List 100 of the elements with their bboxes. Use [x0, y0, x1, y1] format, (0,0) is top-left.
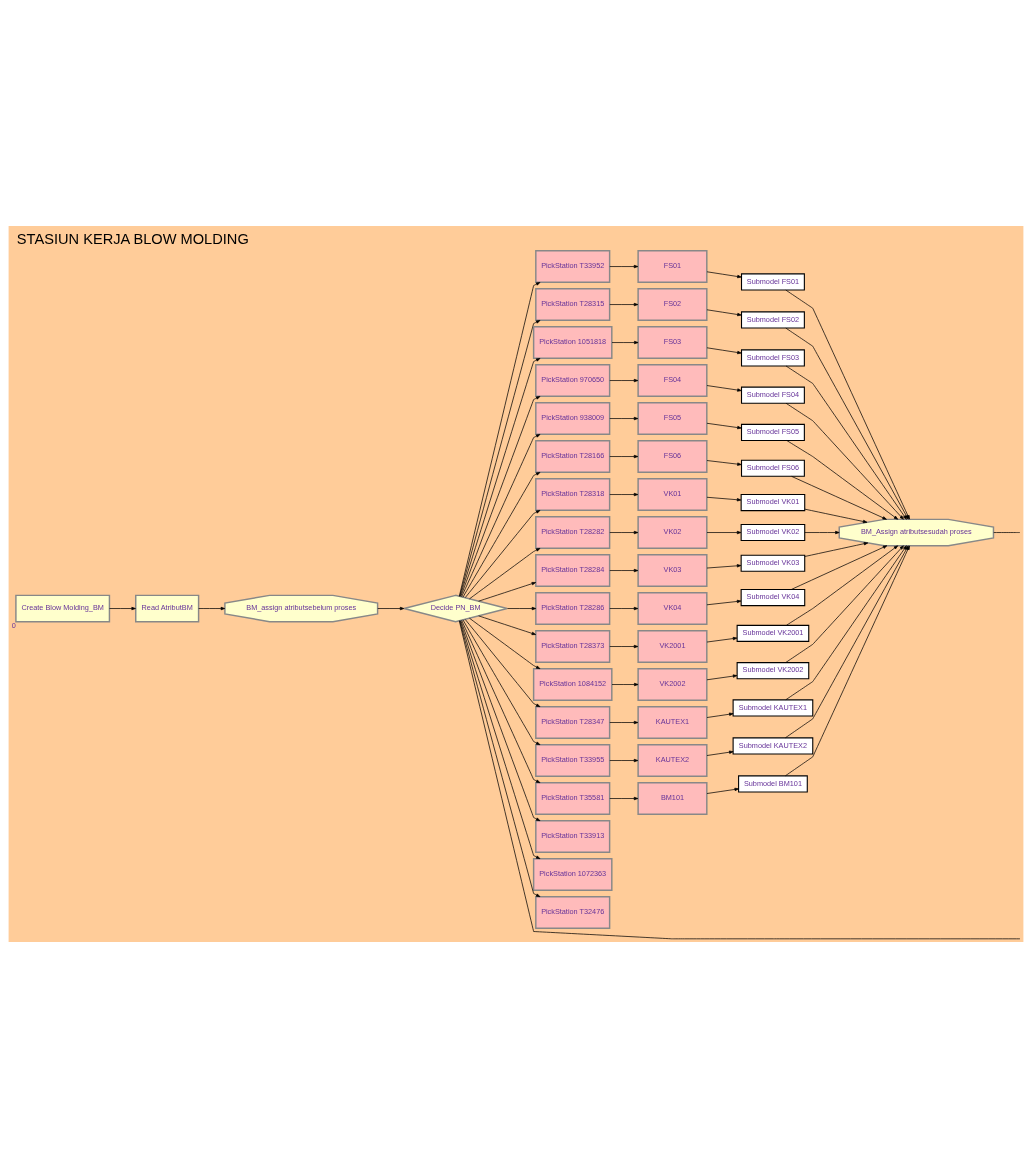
node-box: FS06 — [637, 439, 708, 473]
node-box: Submodel VK04 — [740, 588, 806, 606]
node-box: BM101 — [637, 781, 708, 815]
node-box: Submodel FS06 — [740, 459, 805, 477]
arrow — [609, 492, 639, 496]
node-box: PickStation T28315 — [535, 287, 611, 321]
node-box: FS02 — [637, 287, 708, 321]
node-box: Submodel FS02 — [740, 310, 805, 328]
node-box: Submodel VK2001 — [736, 624, 810, 642]
arrow — [706, 530, 742, 534]
arrow — [609, 530, 639, 534]
arrow — [469, 617, 541, 669]
arrow — [462, 471, 541, 598]
node-box: PickStation T28284 — [535, 553, 611, 587]
node-box: PickStation T28318 — [535, 477, 611, 511]
node-box: PickStation T28166 — [535, 439, 611, 473]
arrow — [804, 541, 869, 557]
arrow — [785, 327, 909, 519]
arrow — [706, 346, 742, 354]
arrow — [706, 308, 742, 316]
arrow — [464, 618, 541, 707]
node-box: Submodel VK01 — [740, 493, 806, 511]
arrow — [785, 289, 910, 520]
node-label: 0 — [11, 620, 16, 630]
arrow — [785, 365, 907, 520]
arrow — [462, 619, 541, 745]
arrow — [609, 416, 639, 420]
node-box: Submodel FS03 — [740, 348, 805, 366]
node-box: PickStation T33952 — [535, 249, 611, 283]
arrow — [706, 712, 734, 718]
node-box: Submodel FS05 — [740, 423, 805, 441]
arrow — [791, 544, 888, 590]
node-box: Create Blow Molding_BM — [15, 594, 111, 622]
arrow — [785, 544, 904, 663]
arrow — [786, 544, 899, 626]
node-box: Submodel FS04 — [740, 386, 805, 404]
node-box: Submodel BM101 — [738, 774, 808, 792]
arrow — [791, 475, 887, 520]
arrow — [706, 563, 742, 568]
arrow — [460, 619, 541, 821]
node-box: PickStation 970650 — [535, 363, 611, 397]
node-box: Submodel VK03 — [740, 554, 806, 572]
arrow — [706, 422, 742, 429]
arrow — [786, 439, 899, 520]
arrow — [706, 459, 742, 466]
node-box: Submodel VK02 — [740, 523, 806, 541]
connector — [458, 619, 1021, 939]
arrow — [377, 606, 405, 610]
node-box: VK2002 — [637, 667, 708, 701]
arrow — [609, 302, 639, 306]
node-diamond: Decide PN_BM — [403, 594, 508, 622]
arrow — [706, 270, 742, 278]
arrow — [609, 644, 639, 648]
arrow — [461, 619, 541, 783]
arrow — [706, 787, 739, 794]
arrow — [460, 395, 541, 597]
arrow — [706, 636, 738, 642]
node-box: FS03 — [637, 325, 708, 359]
arrow — [706, 496, 742, 501]
arrow — [611, 340, 639, 344]
arrow — [461, 433, 541, 597]
node-box: Submodel VK2002 — [736, 661, 810, 679]
node-box: FS05 — [637, 401, 708, 435]
arrow — [804, 508, 868, 523]
arrow — [464, 509, 541, 598]
arrow — [507, 606, 537, 610]
node-box: VK01 — [637, 477, 708, 511]
arrow — [198, 606, 226, 610]
node-box: Submodel FS01 — [740, 272, 805, 290]
arrow — [469, 547, 541, 599]
arrow — [804, 530, 840, 534]
arrow — [609, 264, 639, 268]
arrow — [785, 402, 904, 520]
node-box: Read AtributBM — [135, 594, 200, 622]
node-box: PickStation T28373 — [535, 629, 611, 663]
arrow — [611, 682, 639, 686]
node-box: VK03 — [637, 553, 708, 587]
arrow — [609, 568, 639, 572]
arrow — [706, 599, 742, 605]
arrow — [478, 615, 537, 635]
node-box: VK02 — [637, 515, 708, 549]
node-box: KAUTEX2 — [637, 743, 708, 777]
node-box: PickStation 938009 — [535, 401, 611, 435]
node-box: Submodel KAUTEX2 — [732, 736, 814, 754]
arrow — [706, 750, 734, 756]
node-box: VK2001 — [637, 629, 708, 663]
arrow — [609, 758, 639, 762]
node-box: PickStation T28282 — [535, 515, 611, 549]
arrow — [478, 581, 537, 602]
node-box: KAUTEX1 — [637, 705, 708, 739]
arrow — [609, 378, 639, 382]
node-box: VK04 — [637, 591, 708, 625]
node-box: Submodel KAUTEX1 — [732, 698, 814, 716]
arrow — [609, 606, 639, 610]
arrow — [706, 384, 742, 392]
connector — [993, 531, 1021, 533]
diagram-title: STASIUN KERJA BLOW MOLDING — [16, 230, 249, 247]
arrow — [609, 454, 639, 458]
arrow — [609, 796, 639, 800]
node-box: PickStation T28286 — [535, 591, 611, 625]
